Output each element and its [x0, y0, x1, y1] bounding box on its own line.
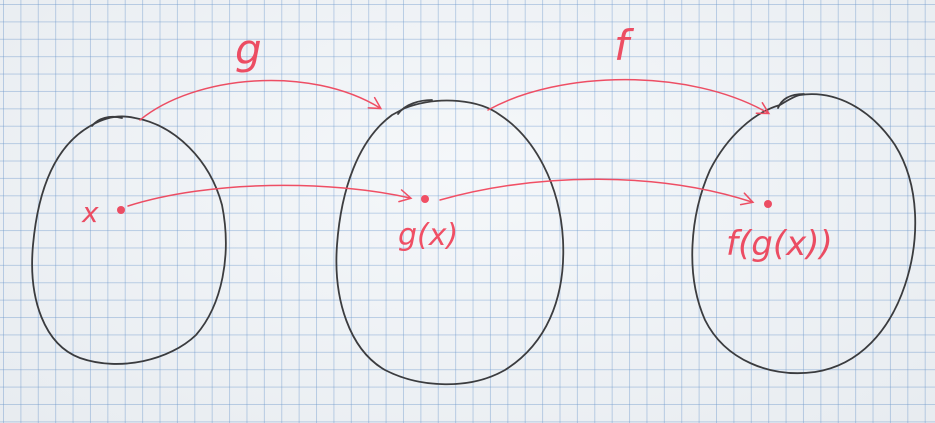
- middle-set-nub: [397, 99, 433, 115]
- arrow-g: [139, 79, 383, 121]
- domain-set-nub: [91, 115, 123, 127]
- point-gx-dot: [421, 195, 429, 203]
- arrow-gx-to-fgx: [439, 178, 755, 206]
- label-g: g: [235, 25, 262, 74]
- arrow-f: [487, 78, 771, 115]
- label-gx: g(x): [398, 218, 458, 253]
- label-x: x: [81, 196, 99, 229]
- point-x-dot: [117, 206, 125, 214]
- codomain-set-nub: [777, 93, 805, 109]
- domain-set-x: [31, 115, 227, 365]
- label-fgx: f(g(x)): [726, 224, 833, 264]
- arrow-x-to-gx: [127, 184, 413, 207]
- codomain-set-fgx: [691, 93, 917, 374]
- middle-set-gx: [335, 99, 565, 386]
- point-fgx-dot: [764, 200, 772, 208]
- label-f: f: [614, 21, 635, 70]
